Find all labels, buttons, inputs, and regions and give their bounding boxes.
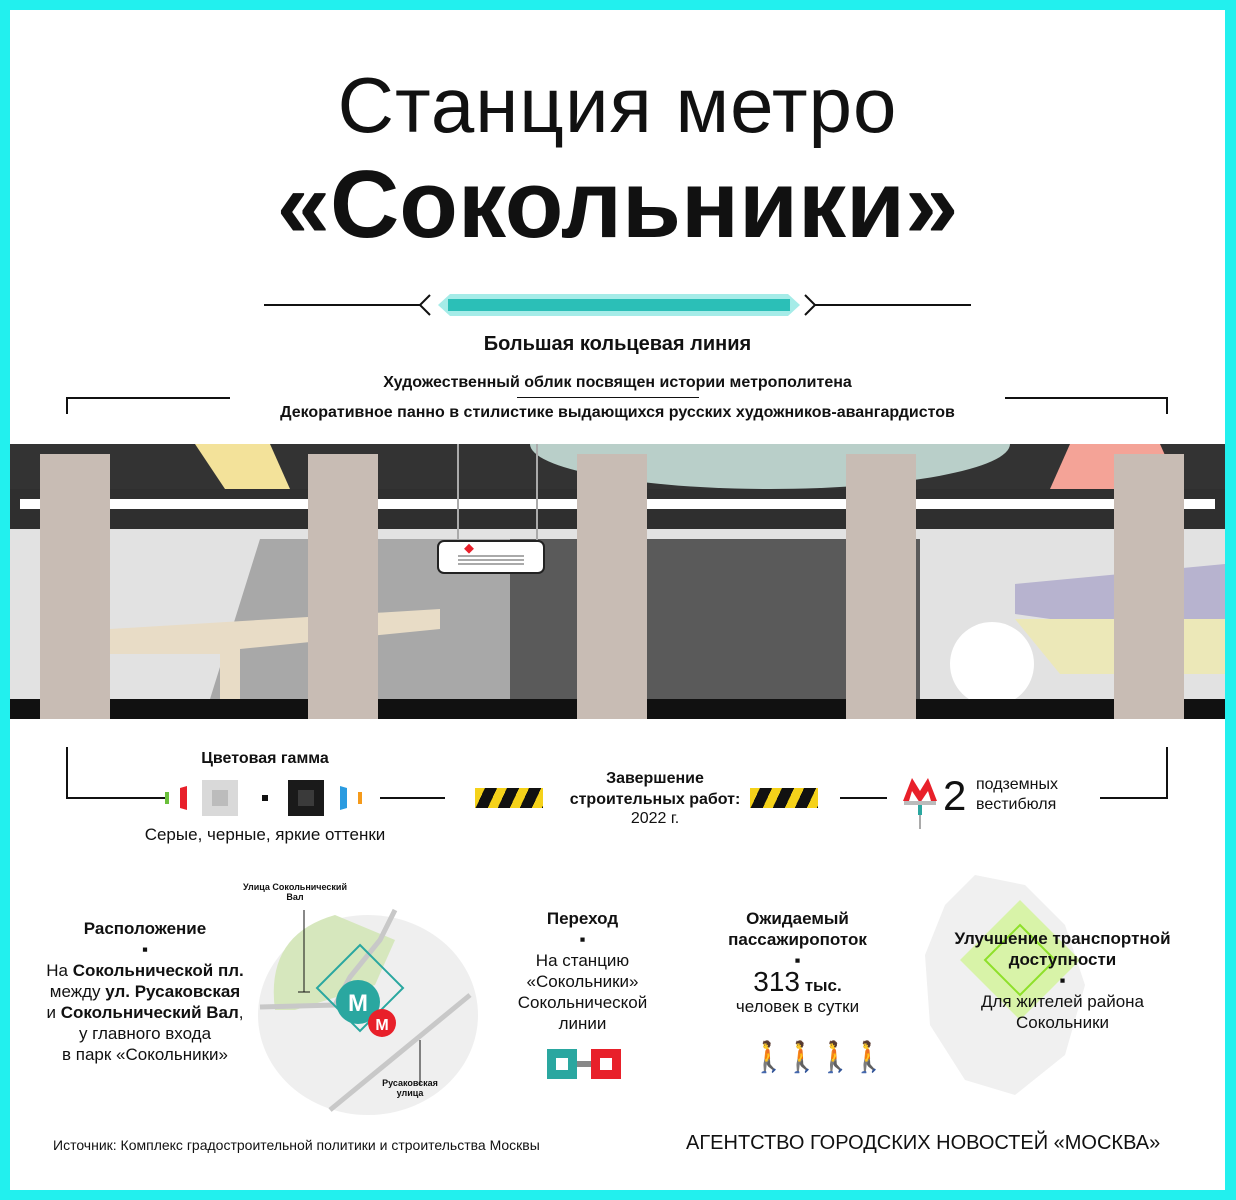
vestibules-count: 2 <box>943 772 967 819</box>
completion-year: 2022 г. <box>630 810 680 827</box>
colors-caption: Серые, черные, яркие оттенки <box>144 825 386 844</box>
bullet: ▪ <box>579 930 586 949</box>
transfer-icon <box>547 1049 621 1079</box>
agency-logo: АГЕНТСТВО ГОРОДСКИХ НОВОСТЕЙ «МОСКВА» <box>686 1132 1161 1154</box>
completion-label: Завершение строительных работ: <box>569 770 741 808</box>
vestibules-label-1: подземных <box>976 776 1058 793</box>
line-badge <box>264 294 971 316</box>
location-block: Расположение ▪ На Сокольнической пл. меж… <box>30 918 260 1065</box>
flow-value: 313 <box>753 966 800 997</box>
station-illustration <box>10 444 1225 719</box>
text: Сокольнической пл. <box>72 961 244 980</box>
text: между <box>49 982 106 1001</box>
text: На <box>46 961 73 980</box>
text: , <box>238 1003 244 1022</box>
flow-unit: тыс. <box>804 976 842 995</box>
moscow-map-icon <box>925 875 1085 1095</box>
metro-teal-icon: М <box>348 990 368 1017</box>
location-title: Расположение <box>83 919 207 938</box>
hazard-stripe-right <box>750 788 818 808</box>
flow-title: Ожидаемый пассажиропоток <box>728 909 867 949</box>
transfer-block: Переход ▪ На станцию «Сокольники» Соколь… <box>505 908 660 1034</box>
text: и <box>46 1003 61 1022</box>
map-street-2: Русаковская улица <box>382 1078 438 1098</box>
transfer-text: На станцию «Сокольники» Сокольнической л… <box>517 951 648 1033</box>
line-name: Большая кольцевая линия <box>483 333 752 355</box>
bullet: ▪ <box>1059 971 1066 990</box>
text: Сокольнический Вал <box>60 1003 239 1022</box>
flow-caption: человек в сутки <box>735 997 860 1016</box>
transfer-title: Переход <box>546 909 619 928</box>
flow-block: Ожидаемый пассажиропоток ▪ 313 тыс. чело… <box>715 908 880 1017</box>
metro-logo-icon <box>903 778 937 829</box>
access-title: Улучшение транспортной доступности <box>954 929 1171 969</box>
text: ул. Русаковская <box>105 982 241 1001</box>
bracket-bottom <box>66 747 1168 799</box>
hazard-stripe-left <box>475 788 543 808</box>
infographic: Станция метро «Сокольники» Большая кольц… <box>10 10 1225 1190</box>
access-block: Улучшение транспортной доступности ▪ Для… <box>940 928 1185 1033</box>
vestibules-label-2: вестибюля <box>976 796 1057 813</box>
source: Источник: Комплекс градостроительной пол… <box>53 1137 540 1153</box>
bullet: ▪ <box>141 940 149 959</box>
map-street-1: Улица Сокольнический Вал <box>243 882 347 902</box>
people-icons: 🚶🚶🚶🚶 <box>750 1041 887 1074</box>
design-line1: Художественный облик посвящен истории ме… <box>383 374 852 391</box>
divider <box>517 397 699 398</box>
colors-title: Цветовая гамма <box>201 750 329 767</box>
title-line2: «Сокольники» <box>276 151 959 258</box>
text: у главного входа <box>78 1024 212 1043</box>
title-line1: Станция метро <box>337 61 898 149</box>
text: в парк «Сокольники» <box>62 1045 228 1064</box>
design-line2: Декоративное панно в стилистике выдающих… <box>280 404 955 421</box>
location-map: М М <box>258 908 478 1115</box>
color-swatches <box>165 780 362 816</box>
access-text: Для жителей района Сокольники <box>980 992 1144 1032</box>
metro-red-icon: М <box>375 1017 388 1034</box>
bullet: ▪ <box>794 951 801 970</box>
bracket-top <box>66 397 1168 414</box>
